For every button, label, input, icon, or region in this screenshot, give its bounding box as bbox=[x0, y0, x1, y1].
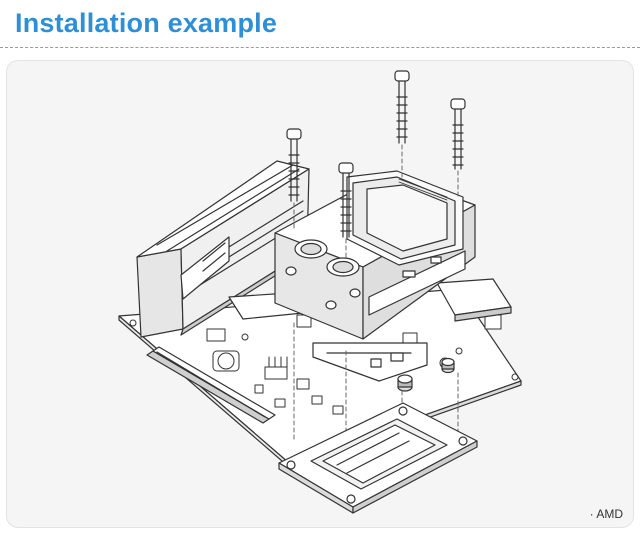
screw bbox=[394, 70, 410, 144]
brand-logo bbox=[398, 178, 448, 201]
standoffs bbox=[397, 357, 455, 392]
backplate bbox=[278, 402, 478, 514]
figure-caption: · AMD bbox=[589, 507, 623, 521]
screws bbox=[286, 70, 466, 464]
m2-card bbox=[312, 342, 428, 382]
exploded-assembly-diagram bbox=[118, 70, 522, 514]
title-divider bbox=[0, 47, 640, 48]
pcie-slot bbox=[146, 346, 276, 424]
diagram-panel: · AMD bbox=[6, 60, 634, 528]
header: Installation example bbox=[0, 0, 640, 50]
screw bbox=[286, 128, 302, 202]
screw bbox=[450, 98, 466, 170]
page-title: Installation example bbox=[15, 8, 278, 38]
vrm-heatsink bbox=[136, 160, 310, 338]
screw bbox=[338, 162, 354, 238]
water-block bbox=[274, 170, 476, 340]
